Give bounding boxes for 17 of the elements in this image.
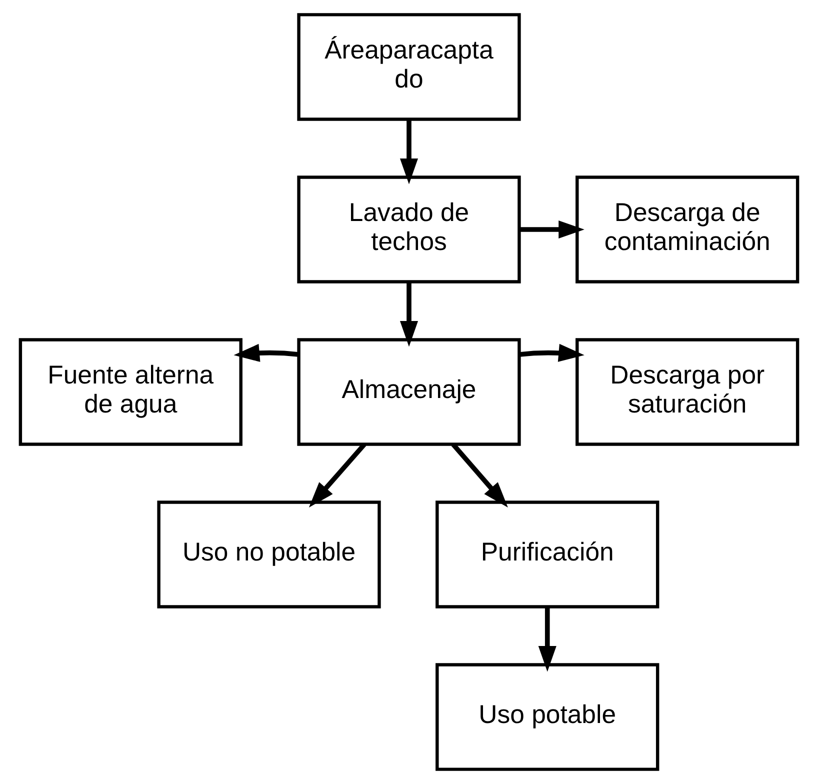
- node-box: Uso no potable: [156, 500, 380, 608]
- node-box: Uso potable: [435, 663, 659, 771]
- node-box: Áreaparacapta do: [296, 13, 520, 121]
- arrow: [518, 344, 584, 362]
- node-box: Lavado de techos: [296, 176, 520, 284]
- arrow: [518, 220, 584, 239]
- arrow: [233, 344, 299, 362]
- arrow: [399, 282, 418, 347]
- node-box: Descarga por saturación: [575, 338, 799, 446]
- node-box: Purificación: [435, 500, 659, 608]
- arrow: [308, 442, 366, 508]
- node-box: Fuente alterna de agua: [18, 338, 242, 446]
- node-box: Almacenaje: [296, 338, 520, 446]
- arrow: [399, 119, 418, 184]
- arrow: [450, 442, 508, 508]
- node-box: Descarga de contaminación: [575, 176, 799, 284]
- arrow: [538, 606, 556, 672]
